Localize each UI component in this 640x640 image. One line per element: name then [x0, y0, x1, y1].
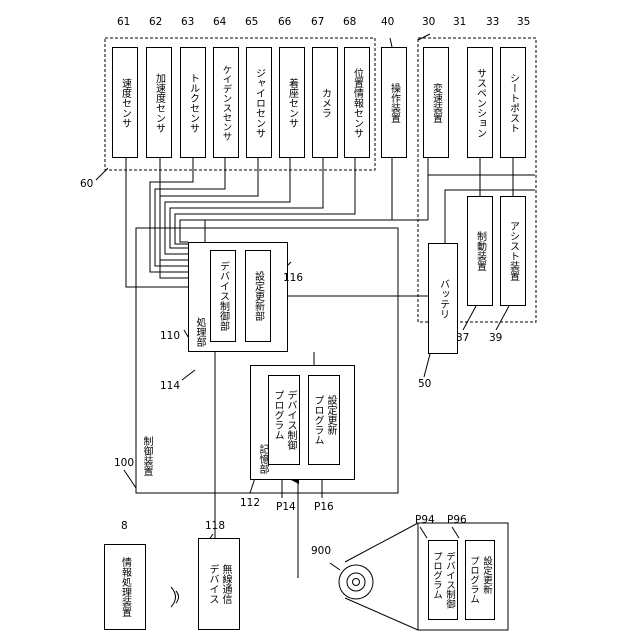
setting-update-unit-number: 116 [283, 272, 303, 284]
device-control-unit-number: 114 [160, 380, 180, 392]
storage-unit-number: 112 [240, 497, 260, 509]
speed-sensor-number: 61 [117, 16, 130, 28]
seating-sensor-number: 66 [278, 16, 291, 28]
info-device-label: 情報処理装置 [119, 557, 132, 617]
brake-number: 37 [456, 332, 469, 344]
position-sensor-box: 位置情報センサ [344, 47, 370, 158]
info-device-number: 8 [121, 520, 128, 532]
medium-setting-update-program-box: 設定更新プログラム [465, 540, 495, 620]
component-group-number: 30 [422, 16, 435, 28]
transmission-number: 31 [453, 16, 466, 28]
wireless-device-text: 無線通信デバイス [206, 564, 232, 604]
assist-label: アシスト装置 [507, 221, 520, 281]
operation-device-box: 操作装置 [381, 47, 407, 158]
seating-sensor-label: 着座センサ [286, 78, 299, 128]
device-control-program-text: デバイス制御プログラム [271, 390, 297, 450]
processing-unit-box: 処理部 [188, 242, 288, 352]
camera-number: 67 [311, 16, 324, 28]
setting-update-program-text: 設定更新プログラム [311, 395, 337, 445]
control-device-number: 100 [114, 457, 134, 469]
transmission-label: 変速装置 [430, 83, 443, 123]
wireless-device-number: 118 [205, 520, 225, 532]
seatpost-box: シートポスト [500, 47, 526, 158]
battery-box: バッテリ [428, 243, 458, 354]
device-control-unit-box: デバイス制御部 [210, 250, 236, 342]
brake-box: 制動装置 [467, 196, 493, 306]
program-p96-number: P96 [447, 514, 467, 526]
suspension-label: サスペンション [474, 68, 487, 138]
speed-sensor-label: 速度センサ [119, 78, 132, 128]
torque-sensor-number: 63 [181, 16, 194, 28]
program-p16-number: P16 [314, 501, 334, 513]
control-device-label: 制御装置 [140, 436, 153, 476]
setting-update-program-box: 設定更新プログラム [308, 375, 340, 465]
cadence-sensor-label: ケイデンスセンサ [220, 65, 233, 141]
accel-sensor-box: 加速度センサ [146, 47, 172, 158]
wireless-device-box: 無線通信デバイス [198, 538, 240, 630]
setting-update-unit-label: 設定更新部 [252, 271, 265, 321]
seatpost-number: 35 [517, 16, 530, 28]
torque-sensor-label: トルクセンサ [187, 73, 200, 133]
setting-update-unit-box: 設定更新部 [245, 250, 271, 342]
suspension-number: 33 [486, 16, 499, 28]
gyro-sensor-label: ジャイロセンサ [253, 68, 266, 138]
processing-unit-number: 110 [160, 330, 180, 342]
accel-sensor-label: 加速度センサ [153, 73, 166, 133]
device-control-program-box: デバイス制御プログラム [268, 375, 300, 465]
brake-label: 制動装置 [474, 231, 487, 271]
gyro-sensor-number: 65 [245, 16, 258, 28]
accel-sensor-number: 62 [149, 16, 162, 28]
medium-device-control-program-box: デバイス制御プログラム [428, 540, 458, 620]
medium-number: 900 [311, 545, 331, 557]
position-sensor-label: 位置情報センサ [351, 68, 364, 138]
camera-box: カメラ [312, 47, 338, 158]
battery-label: バッテリ [437, 279, 450, 319]
battery-number: 50 [418, 378, 431, 390]
camera-label: カメラ [319, 88, 332, 118]
device-control-unit-label: デバイス制御部 [217, 261, 230, 331]
program-p94-number: P94 [415, 514, 435, 526]
speed-sensor-box: 速度センサ [112, 47, 138, 158]
gyro-sensor-box: ジャイロセンサ [246, 47, 272, 158]
assist-box: アシスト装置 [500, 196, 526, 306]
medium-device-control-program-text: デバイス制御プログラム [430, 552, 456, 609]
torque-sensor-box: トルクセンサ [180, 47, 206, 158]
cadence-sensor-box: ケイデンスセンサ [213, 47, 239, 158]
seatpost-label: シートポスト [507, 73, 520, 133]
medium-setting-update-program-text: 設定更新プログラム [467, 556, 493, 604]
transmission-box: 変速装置 [423, 47, 449, 158]
suspension-box: サスペンション [467, 47, 493, 158]
program-p14-number: P14 [276, 501, 296, 513]
operation-device-number: 40 [381, 16, 394, 28]
position-sensor-number: 68 [343, 16, 356, 28]
operation-device-label: 操作装置 [388, 83, 401, 123]
cadence-sensor-number: 64 [213, 16, 226, 28]
seating-sensor-box: 着座センサ [279, 47, 305, 158]
info-device-box: 情報処理装置 [104, 544, 146, 630]
processing-unit-label: 処理部 [193, 317, 206, 347]
assist-number: 39 [489, 332, 502, 344]
sensor-group-number: 60 [80, 178, 93, 190]
